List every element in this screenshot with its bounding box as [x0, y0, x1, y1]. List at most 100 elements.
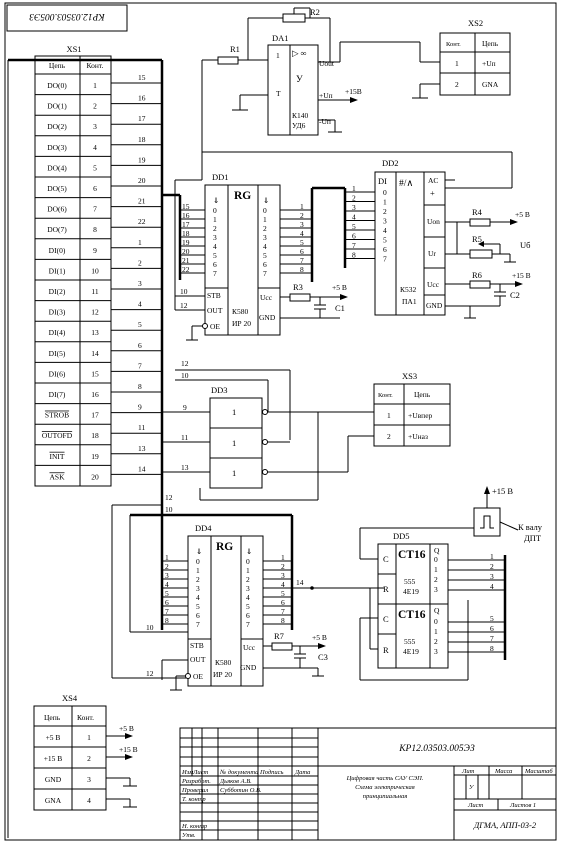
- xs1-row-pin: 15: [91, 369, 99, 378]
- dd1-stb: STB: [207, 291, 221, 300]
- xs4-row-name: GNA: [45, 796, 62, 805]
- xs1-row-wire-num: 19: [138, 155, 146, 164]
- dd1-out-num: 2: [300, 211, 304, 220]
- dd4-in-num: 6: [165, 598, 169, 607]
- dd5-c-1: C: [383, 554, 389, 564]
- dd3-ref: DD3: [211, 385, 228, 395]
- xs1-row-pin: 16: [91, 390, 99, 399]
- dd4-bit: 1: [196, 566, 200, 575]
- dd2-in-num: 1: [352, 184, 356, 193]
- dd4-c3: C3: [318, 652, 328, 662]
- dd4-wire12b: 12: [146, 669, 154, 678]
- dd1-in-arrow: ⇓: [213, 196, 219, 205]
- dd1-out-bit: 7: [263, 269, 267, 278]
- stamp-hdr-cell: № документа: [219, 769, 258, 776]
- dd3-inverters: [162, 369, 374, 501]
- xs1-row-name: DI(3): [49, 308, 66, 317]
- xs4-title: XS4: [62, 693, 78, 703]
- dd1-out-num: 7: [300, 256, 304, 265]
- xs1-row-pin: 5: [93, 163, 97, 172]
- xs3-connector: [373, 383, 451, 447]
- da1-r1-label: R1: [230, 44, 240, 54]
- xs1-row-name: INIT: [50, 452, 65, 461]
- da1-uneg: -Uп: [319, 117, 331, 126]
- title-block: [179, 727, 557, 841]
- dd2-bit: 1: [383, 198, 387, 207]
- xs3-pin-2: 2: [387, 432, 391, 441]
- xs1-row-name: DO(2): [47, 122, 67, 131]
- dd1-out-bit: 4: [263, 242, 267, 251]
- dd4-out-bit: 3: [246, 584, 250, 593]
- dd2-in-num: 3: [352, 203, 356, 212]
- xs1-row-wire-num: 1: [138, 238, 142, 247]
- doc-code-rotated: КР12.03503.005ЭЗ: [29, 11, 106, 21]
- xs1-row-pin: 11: [91, 287, 98, 296]
- xs1-row-pin: 20: [91, 472, 99, 481]
- dd1-in-num: 15: [182, 202, 190, 211]
- dd5-c-2: C: [383, 614, 389, 624]
- dd4-out-num: 3: [281, 571, 285, 580]
- xs1-row-pin: 17: [91, 411, 99, 420]
- dd2-in-num: 5: [352, 222, 356, 231]
- xs1-row-wire-num: 4: [138, 300, 142, 309]
- dd5-q-2: Q: [434, 606, 440, 615]
- xs4-hdr-circuit: Цепь: [44, 713, 61, 722]
- da1-pin1: 1: [276, 51, 280, 60]
- dd1-bit: 1: [213, 215, 217, 224]
- dd3-wire13: 13: [181, 463, 189, 472]
- dd2-r5: R5: [472, 234, 482, 244]
- dd5-out-num: 7: [490, 634, 494, 643]
- stamp-sheet: Лист: [467, 802, 484, 809]
- dd1-bit: 6: [213, 260, 217, 269]
- xs1-row-pin: 1: [93, 81, 97, 90]
- dd5-part2-b: 4Е19: [403, 647, 419, 656]
- sensor-v15: +15 В: [492, 486, 513, 496]
- dd4-out-bit: 0: [246, 557, 250, 566]
- dd2-bit: 0: [383, 188, 387, 197]
- xs1-row-pin: 4: [93, 143, 97, 152]
- dd2-bit: 4: [383, 226, 387, 235]
- dd5-qbit: 1: [434, 565, 438, 574]
- dd4-out-num: 7: [281, 607, 285, 616]
- xs1-row-pin: 8: [93, 225, 97, 234]
- dd1-in-num: 20: [182, 247, 190, 256]
- dd3-wire9: 9: [183, 403, 187, 412]
- da1-pin-t: T: [276, 89, 281, 98]
- stamp-role: Разработ.: [181, 778, 211, 785]
- da1-part1: К140: [292, 111, 309, 120]
- xs4-row-pin: 4: [87, 796, 91, 805]
- xs1-connector: XS1 Цепь Конт. DO(0)115DO(1)216DO(2)317D…: [34, 44, 162, 487]
- dd1-out-num: 1: [300, 202, 304, 211]
- dd1-ref: DD1: [212, 172, 229, 182]
- xs1-row-wire-num: 15: [138, 73, 146, 82]
- xs1-row-pin: 9: [93, 246, 97, 255]
- xs1-row-name: DI(7): [49, 390, 66, 399]
- dd4-out-num: 5: [281, 589, 285, 598]
- stamp-hdr-cell: Дата: [294, 769, 310, 776]
- dd2-plus: +: [430, 188, 435, 198]
- xs1-row-pin: 14: [91, 349, 99, 358]
- dd4-rg: RG: [216, 541, 233, 553]
- dd1-in-num: 18: [182, 229, 190, 238]
- xs4-row-name: GND: [45, 775, 62, 784]
- dd5-out-num: 1: [490, 552, 494, 561]
- dd3-gate-3: 1: [232, 468, 236, 478]
- xs1-row-wire-num: 22: [138, 217, 146, 226]
- dd1-bit: 4: [213, 242, 217, 251]
- dd1-oe: OE: [210, 322, 220, 331]
- stamp-mass: Масса: [494, 768, 512, 775]
- dd5-ct-1: CT16: [398, 549, 426, 561]
- dd1-out-num: 8: [300, 265, 304, 274]
- dd5-qbit: 0: [434, 617, 438, 626]
- dd5-out-num: 3: [490, 572, 494, 581]
- xs3-title: XS3: [402, 371, 417, 381]
- xs1-row-name: DI(5): [49, 349, 66, 358]
- da1-r2-label: R2: [310, 7, 320, 17]
- stamp-role: Н. контр: [181, 823, 208, 830]
- dd1-wire10: 10: [180, 287, 188, 296]
- xs1-row-name: DI(1): [49, 266, 66, 275]
- dd4-part2: ИР 20: [213, 670, 232, 679]
- xs1-row-wire-num: 5: [138, 320, 142, 329]
- dd4-in-num: 2: [165, 562, 169, 571]
